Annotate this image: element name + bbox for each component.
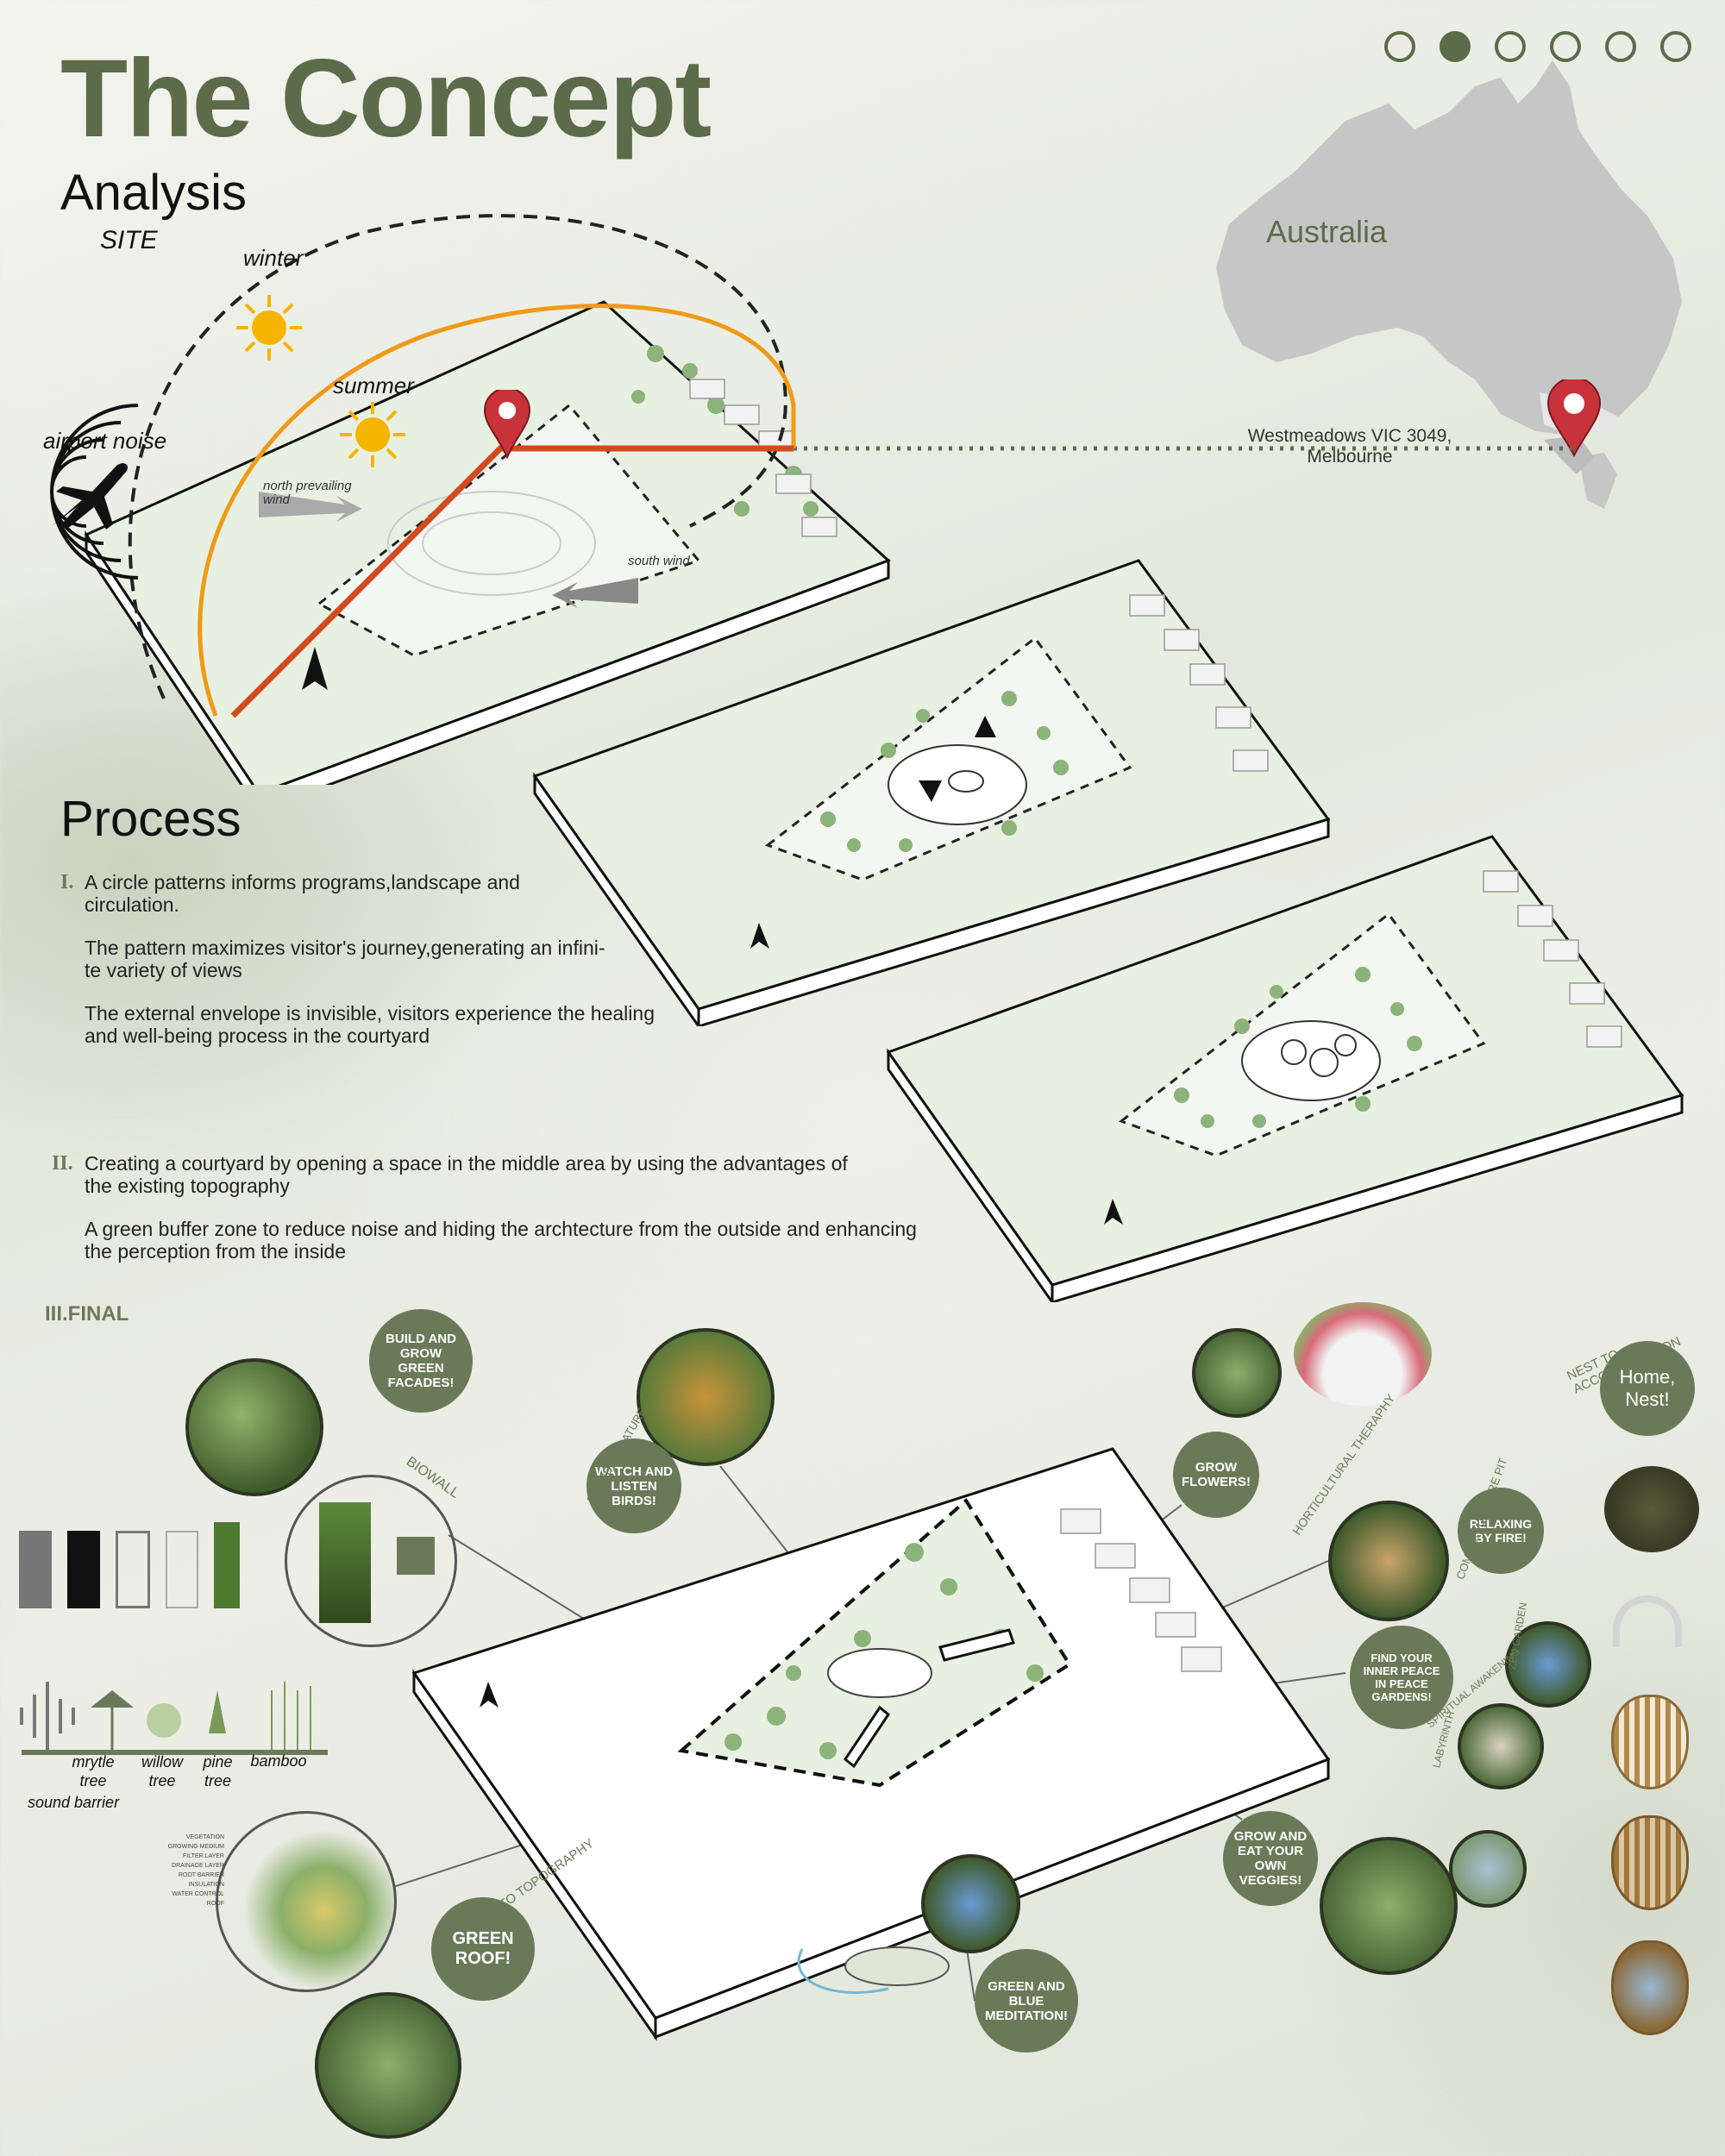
analysis-site-diagram <box>50 214 891 785</box>
biowall-panel <box>319 1502 371 1623</box>
green-roof-section <box>216 1811 397 1992</box>
airplane-icon <box>52 463 129 530</box>
roof-layer: INSULATION <box>188 1882 225 1888</box>
layer-board <box>67 1531 100 1608</box>
pager-dot-active[interactable] <box>1440 31 1471 62</box>
roof-layer: GROWING MEDIUM <box>167 1844 224 1850</box>
step1-line: te variety of views <box>85 959 242 981</box>
roof-layer: VEGETATION <box>185 1834 224 1840</box>
step2-line: the existing topography <box>85 1175 290 1197</box>
sound-barrier-label: sound barrier <box>28 1794 120 1811</box>
nest-photo <box>1604 1466 1699 1552</box>
birdhouse-photo <box>637 1328 775 1466</box>
pager <box>1384 31 1691 62</box>
nest-pod-3 <box>1611 1940 1689 2035</box>
step1-text: A circle patterns informs programs,lands… <box>85 871 740 1047</box>
nest-pod-1 <box>1611 1695 1689 1789</box>
step1-numeral: I. <box>60 871 74 893</box>
step2-line: the perception from the inside <box>85 1240 347 1263</box>
layer-plants <box>214 1522 240 1608</box>
roof-layer: ROOF <box>206 1901 224 1907</box>
summer-label: summer <box>333 373 414 398</box>
winter-sun-icon <box>236 295 302 360</box>
biowall-swatch <box>397 1537 435 1575</box>
south-wind-label: south wind <box>628 554 690 568</box>
veggie-garden-photo <box>1320 1837 1458 1975</box>
tree-label: pine tree <box>203 1753 233 1789</box>
step1-line: circulation. <box>85 893 179 916</box>
birds-bubble[interactable]: WATCH AND LISTEN BIRDS! <box>586 1438 681 1533</box>
greenhouse-photo <box>1192 1328 1282 1418</box>
site-label: SITE <box>100 226 158 254</box>
meditation-bubble[interactable]: GREEN AND BLUE MEDITATION! <box>975 1949 1078 2053</box>
process-block-1 <box>532 559 1331 1026</box>
layer-frame <box>116 1531 150 1608</box>
green-roof-photo <box>315 1992 461 2139</box>
veggies-bubble[interactable]: GROW AND EAT YOUR OWN VEGGIES! <box>1223 1811 1318 1906</box>
final-heading: III.FINAL <box>45 1302 129 1326</box>
roof-layer: WATER CONTROL <box>172 1891 224 1897</box>
pager-dot[interactable] <box>1660 31 1691 62</box>
green-facades-bubble[interactable]: BUILD AND GROW GREEN FACADES! <box>369 1309 473 1413</box>
dome-garden <box>1294 1302 1432 1406</box>
step2-text: Creating a courtyard by opening a space … <box>85 1152 1016 1263</box>
summer-sun-icon <box>340 402 405 467</box>
tree-label: mrytle tree <box>72 1753 115 1789</box>
page-title: The Concept <box>60 37 712 160</box>
process-heading: Process <box>60 791 242 847</box>
peace-bubble[interactable]: FIND YOUR INNER PEACE IN PEACE GARDENS! <box>1350 1626 1453 1729</box>
green-facade-photo <box>185 1358 323 1496</box>
nest-pod-2 <box>1611 1815 1689 1910</box>
dining-photo <box>1449 1830 1527 1908</box>
north-wind-label: north prevailing wind <box>263 479 352 507</box>
map-address: Westmeadows VIC 3049, Melbourne <box>1229 426 1471 467</box>
green-roof-bubble[interactable]: GREEN ROOF! <box>431 1897 535 2001</box>
pager-dot[interactable] <box>1550 31 1581 62</box>
step2-line: A green buffer zone to reduce noise and … <box>85 1218 917 1240</box>
step1-line: A circle patterns informs programs,lands… <box>85 871 520 893</box>
winter-label: winter <box>243 245 304 271</box>
flowers-bubble[interactable]: GROW FLOWERS! <box>1173 1432 1259 1518</box>
biowall-ring <box>285 1475 457 1647</box>
home-nest-bubble[interactable]: Home, Nest! <box>1600 1341 1695 1436</box>
nest-pod-frame <box>1613 1595 1682 1647</box>
tree-label: bamboo <box>250 1752 307 1770</box>
pager-dot[interactable] <box>1384 31 1415 62</box>
step1-line: and well-being process in the courtyard <box>85 1025 430 1047</box>
zen-garden-photo <box>1505 1621 1591 1708</box>
step1-line: The external envelope is invisible, visi… <box>85 1002 655 1025</box>
step1-line: The pattern maximizes visitor's journey,… <box>85 937 605 959</box>
labyrinth-photo <box>1458 1703 1544 1789</box>
fire-bubble[interactable]: RELAXING BY FIRE! <box>1458 1488 1544 1574</box>
address-line1: Westmeadows VIC 3049, <box>1247 426 1452 446</box>
pager-dot[interactable] <box>1605 31 1636 62</box>
airport-noise-label: airport noise <box>43 428 167 454</box>
roof-layer-list: VEGETATION GROWING MEDIUM FILTER LAYER D… <box>138 1833 224 1908</box>
fire-pit-photo <box>1328 1501 1449 1621</box>
step2-line: Creating a courtyard by opening a space … <box>85 1152 848 1175</box>
layer-rack <box>166 1531 198 1608</box>
pond-photo <box>921 1854 1020 1953</box>
biowall-layers <box>19 1522 240 1608</box>
tree-label: willow tree <box>141 1753 183 1789</box>
location-pin-icon <box>1546 379 1602 457</box>
final-site-diagram <box>387 1447 1346 2041</box>
process-block-2 <box>886 835 1684 1302</box>
roof-layer: FILTER LAYER <box>183 1853 224 1859</box>
sound-barrier-graphic <box>20 1682 328 1755</box>
address-line2: Melbourne <box>1307 447 1393 467</box>
layer-mesh <box>19 1531 52 1608</box>
analysis-heading: Analysis <box>60 165 247 221</box>
map-country-label: Australia <box>1266 214 1388 249</box>
roof-layer: DRAINAGE LAYER <box>172 1863 224 1869</box>
site-pin-icon <box>483 390 531 459</box>
step2-numeral: II. <box>52 1152 73 1175</box>
roof-layer: ROOT BARRIER <box>178 1872 224 1878</box>
pager-dot[interactable] <box>1495 31 1526 62</box>
